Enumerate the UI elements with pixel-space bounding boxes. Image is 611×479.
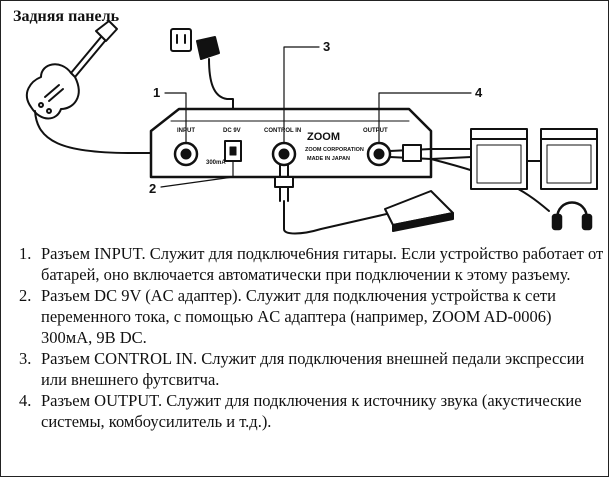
- headphones-icon: [551, 201, 593, 231]
- dc-jack: [224, 140, 242, 162]
- amplifier-left-icon: [470, 128, 528, 190]
- item-number: 1.: [19, 244, 32, 263]
- rear-panel-diagram: INPUT DC 9V CONTROL IN OUTPUT 300mA ZOOM…: [25, 20, 598, 235]
- control-cable: [274, 164, 392, 235]
- callout-4: 4: [475, 85, 483, 100]
- control-in-jack: [271, 141, 297, 167]
- ac-adapter-icon: [196, 36, 234, 144]
- list-item: 3. Разъем CONTROL IN. Служит для подключ…: [19, 348, 604, 390]
- output-cables: [389, 144, 550, 212]
- list-item: 4. Разъем OUTPUT. Служит для подключения…: [19, 390, 604, 432]
- list-item: 2. Разъем DC 9V (AC адаптер). Служит для…: [19, 285, 604, 348]
- item-number: 2.: [19, 286, 32, 305]
- label-company: ZOOM CORPORATION: [305, 147, 364, 153]
- input-jack: [173, 141, 199, 167]
- label-input: INPUT: [177, 128, 195, 134]
- expression-pedal-icon: [384, 190, 454, 232]
- list-item: 1. Разъем INPUT. Служит для подключе6ния…: [19, 243, 604, 285]
- item-text: Разъем DC 9V (AC адаптер). Служит для по…: [41, 286, 556, 347]
- callout-lines: [160, 46, 472, 188]
- output-jack: [366, 141, 392, 167]
- label-output: OUTPUT: [363, 128, 388, 134]
- item-text: Разъем OUTPUT. Служит для подключения к …: [41, 391, 582, 431]
- amplifier-right-icon: [526, 128, 598, 190]
- callout-2: 2: [149, 181, 156, 196]
- device-rear-panel: [149, 107, 433, 179]
- connector-list: 1. Разъем INPUT. Служит для подключе6ния…: [19, 243, 604, 432]
- power-socket-icon: [170, 28, 192, 52]
- item-text: Разъем CONTROL IN. Служит для подключени…: [41, 349, 585, 389]
- callout-3: 3: [323, 39, 330, 54]
- section-title: Задняя панель: [13, 8, 120, 25]
- label-dc: DC 9V: [223, 128, 241, 134]
- label-made-in: MADE IN JAPAN: [307, 156, 350, 162]
- item-text: Разъем INPUT. Служит для подключе6ния ги…: [41, 244, 604, 284]
- label-control-in: CONTROL IN: [264, 128, 301, 134]
- guitar-icon: [25, 20, 172, 154]
- item-number: 3.: [19, 349, 32, 368]
- label-current: 300mA: [206, 160, 226, 166]
- label-brand: ZOOM: [307, 131, 340, 143]
- callout-1: 1: [153, 85, 160, 100]
- item-number: 4.: [19, 391, 32, 410]
